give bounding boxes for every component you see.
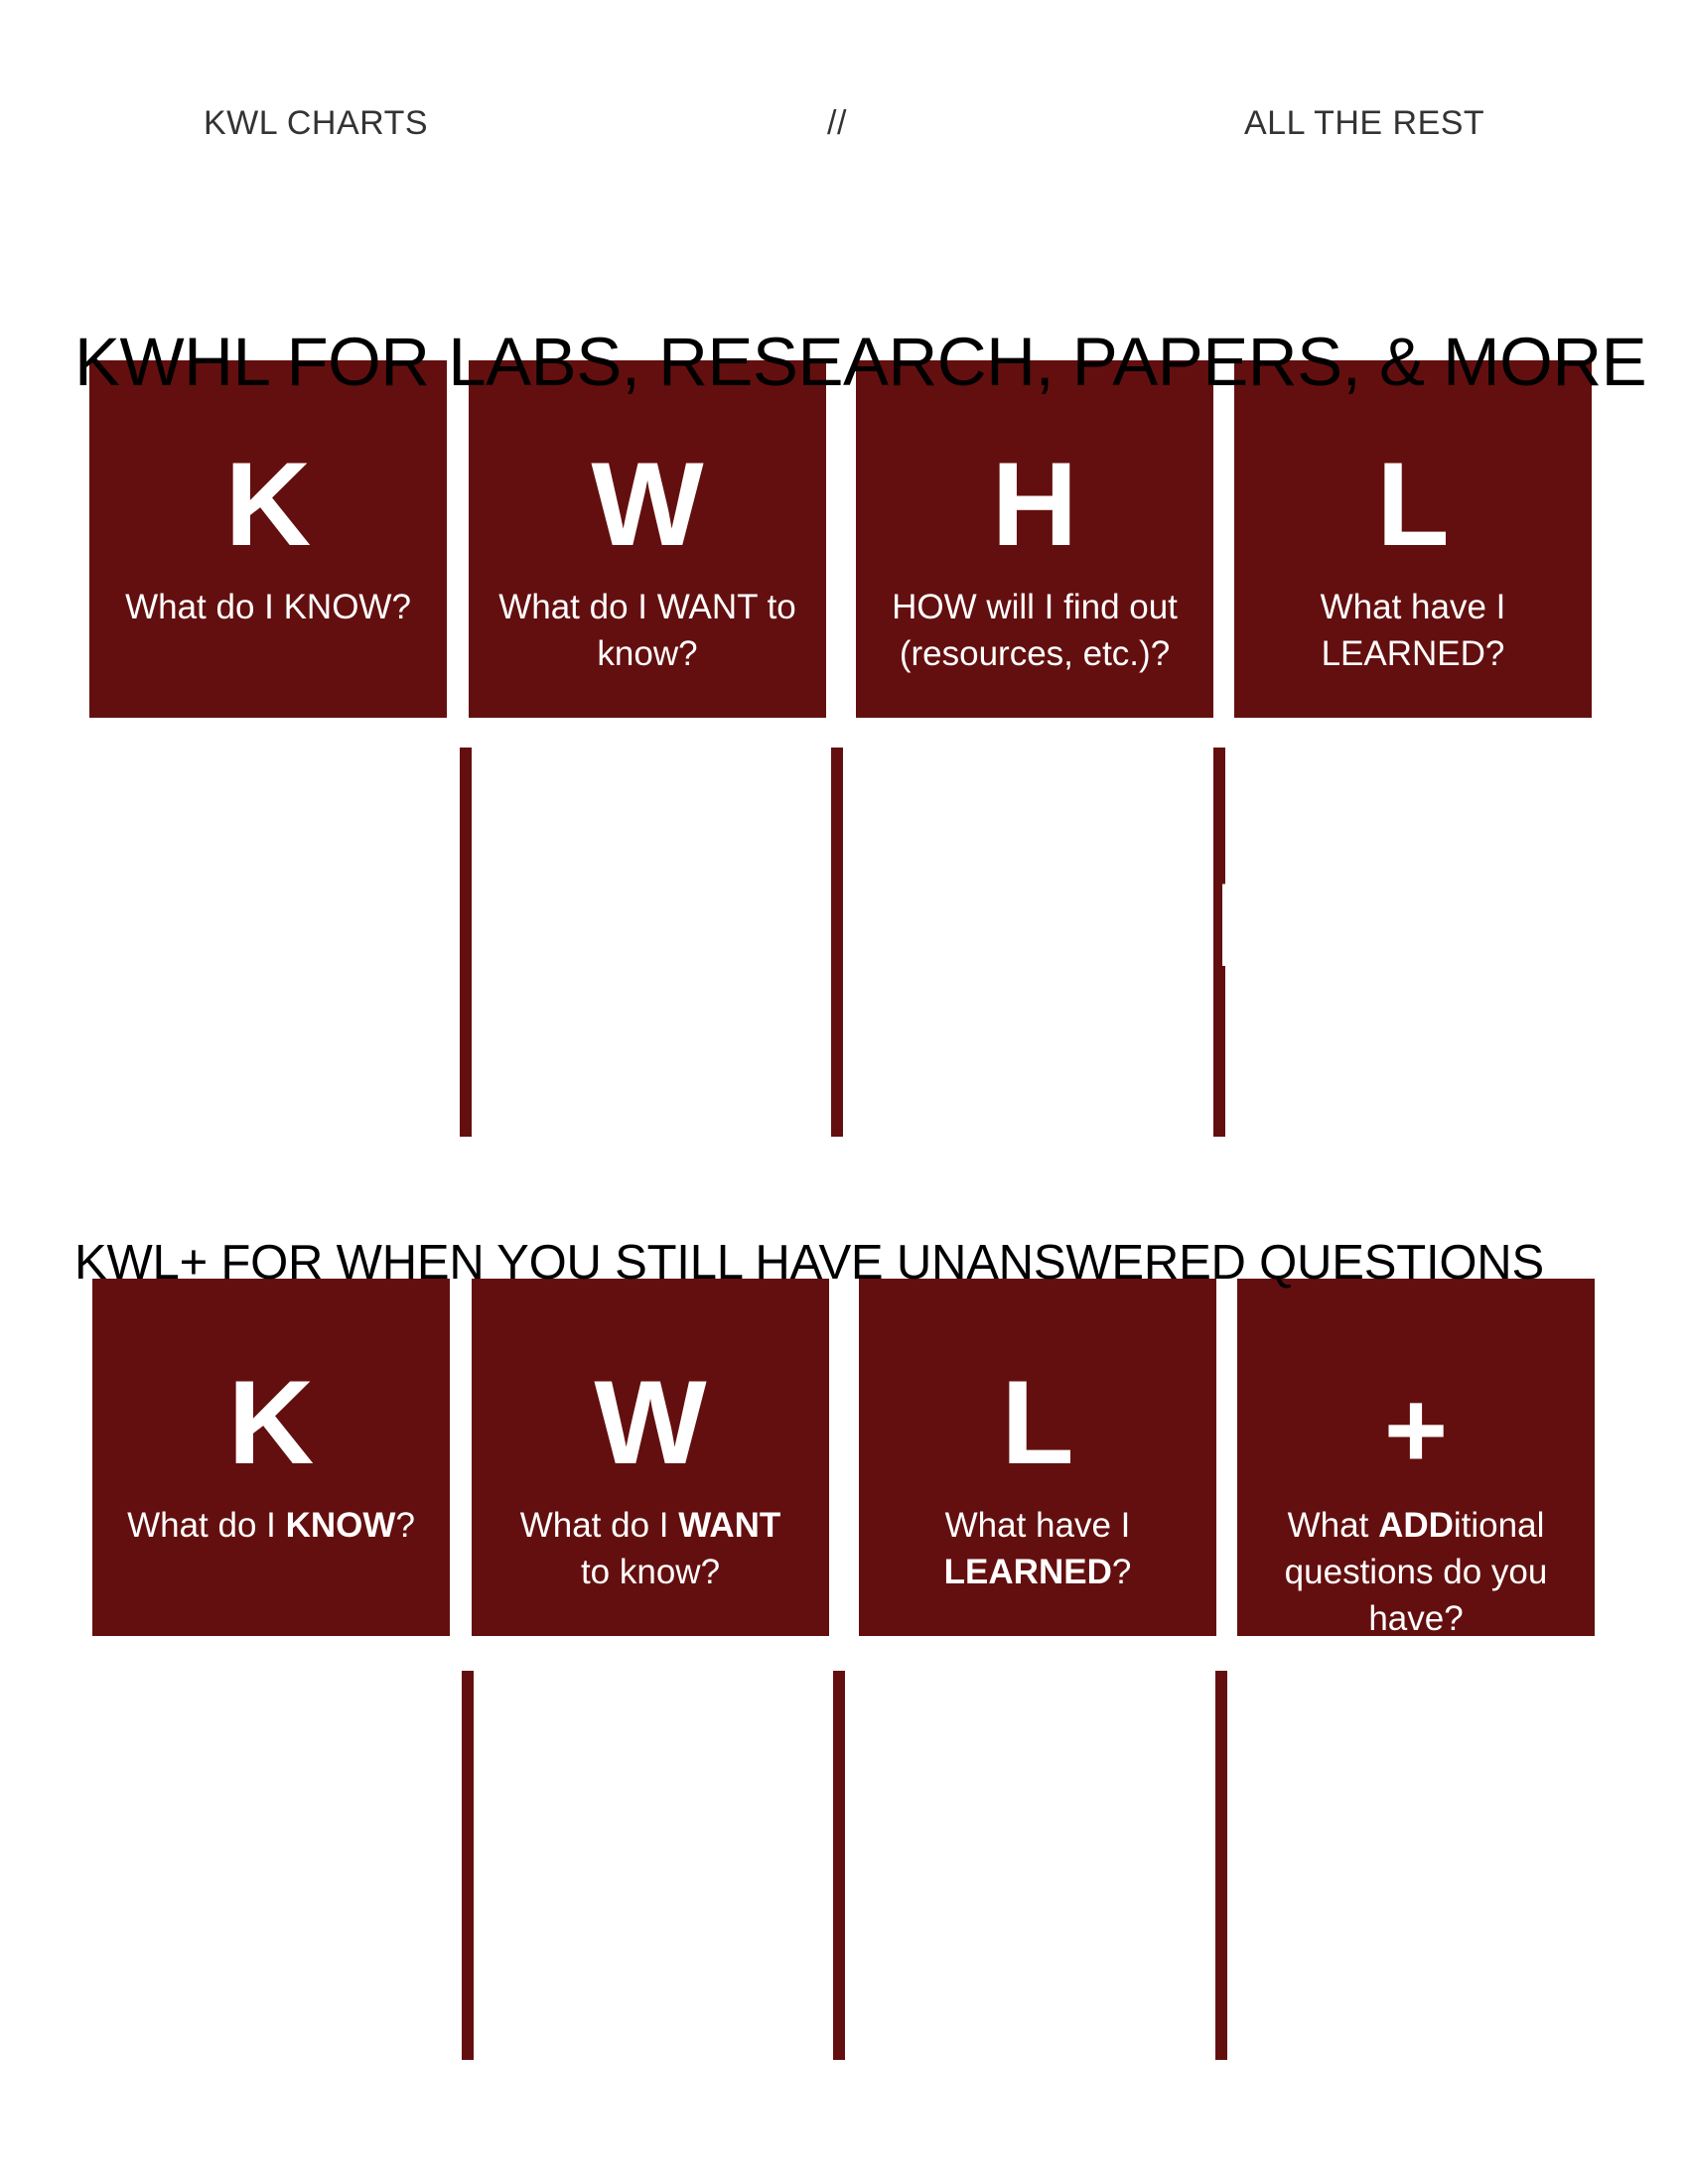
kwhl-box-l: L What have I LEARNED? — [1234, 360, 1592, 718]
kwhl-column-divider — [831, 748, 843, 1137]
kwl-plus-box-letter: L — [1001, 1356, 1074, 1489]
header-left-title: KWL CHARTS — [204, 104, 429, 142]
kwhl-box-letter: H — [991, 438, 1078, 571]
kwl-plus-section-title: KWL+ FOR WHEN YOU STILL HAVE UNANSWERED … — [74, 1236, 1544, 1290]
header-separator: // — [827, 104, 847, 142]
white-letter-fragment: K — [1216, 874, 1236, 983]
kwl-plus-column-divider — [462, 1671, 474, 2060]
kwhl-box-description: What have I LEARNED? — [1320, 588, 1506, 673]
kwhl-section-title: KWHL FOR LABS, RESEARCH, PAPERS, & MORE — [74, 324, 1647, 400]
kwhl-box-k: K What do I KNOW? — [89, 360, 447, 718]
kwl-plus-box-k: K What do I KNOW? — [92, 1279, 450, 1636]
kwl-plus-box-letter: W — [594, 1356, 707, 1489]
kwhl-box-description: HOW will I find out (resources, etc.)? — [892, 588, 1178, 673]
kwl-plus-box-description: What ADDitional questions do you have? — [1284, 1506, 1548, 1638]
kwl-plus-box-letter: K — [227, 1356, 315, 1489]
kwhl-column-divider — [460, 748, 472, 1137]
kwl-plus-box-description: What have I LEARNED? — [943, 1506, 1132, 1591]
kwhl-box-h: H HOW will I find out (resources, etc.)? — [856, 360, 1213, 718]
kwl-plus-box-letter: + — [1383, 1369, 1449, 1491]
kwl-plus-box-plus: + What ADDitional questions do you have? — [1237, 1279, 1595, 1638]
kwhl-box-letter: K — [224, 438, 312, 571]
kwhl-box-description: What do I KNOW? — [125, 588, 411, 626]
kwl-plus-box-description: What do I KNOW? — [127, 1506, 415, 1545]
kwhl-column-divider — [1213, 748, 1225, 1137]
kwl-plus-box-w: W What do I WANT to know? — [472, 1279, 829, 1636]
kwl-plus-box-l: L What have I LEARNED? — [859, 1279, 1216, 1636]
kwl-plus-column-divider — [833, 1671, 845, 2060]
kwhl-box-letter: W — [591, 438, 704, 571]
header-right-title: ALL THE REST — [1244, 104, 1485, 142]
kwhl-box-letter: L — [1376, 438, 1450, 571]
kwl-plus-column-divider — [1215, 1671, 1227, 2060]
kwl-plus-box-description: What do I WANT to know? — [519, 1506, 781, 1591]
kwhl-box-description: What do I WANT to know? — [498, 588, 796, 673]
kwhl-box-w: W What do I WANT to know? — [469, 360, 826, 718]
